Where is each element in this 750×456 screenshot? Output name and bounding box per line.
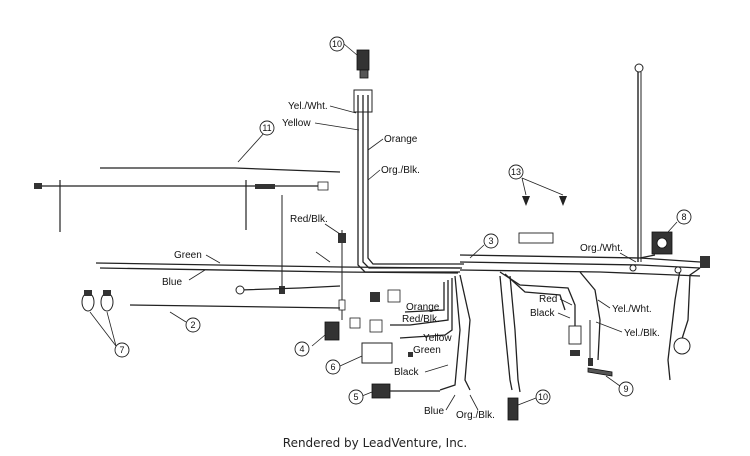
callout-11: 11 — [262, 123, 271, 133]
component-6: 6 — [325, 342, 393, 375]
red-blk-left-wire — [338, 230, 346, 320]
label-yellow-top: Yellow — [282, 118, 311, 129]
label-yel-wht-right: Yel./Wht. — [612, 304, 652, 315]
component-10-top: 10 — [329, 36, 370, 79]
label-org-blk-bottom: Org./Blk. — [456, 410, 495, 421]
label-green-mid: Green — [413, 345, 441, 356]
callout-7: 7 — [119, 345, 124, 355]
callout-10-top: 10 — [332, 39, 342, 49]
main-harness — [95, 89, 701, 393]
wire-labels: Yel./Wht. Yellow Orange Org./Blk. Red/Bl… — [162, 101, 660, 421]
label-yel-wht-top: Yel./Wht. — [288, 101, 328, 112]
component-5: 5 — [348, 383, 440, 405]
label-red-blk-mid: Red/Blk. — [402, 314, 440, 325]
component-13: 13 — [508, 164, 567, 244]
bulbs-7: 7 — [81, 290, 130, 358]
callout-9: 9 — [623, 384, 628, 394]
label-yellow-mid: Yellow — [423, 333, 452, 344]
callout-5: 5 — [353, 392, 358, 402]
component-4: 4 — [294, 317, 361, 357]
label-org-blk-top: Org./Blk. — [381, 165, 420, 176]
label-blue-bottom: Blue — [424, 406, 444, 417]
label-orange-top: Orange — [384, 134, 418, 145]
label-red-right: Red — [539, 294, 557, 305]
label-yel-blk-right: Yel./Blk. — [624, 328, 660, 339]
callout-3: 3 — [488, 236, 493, 246]
label-green-left: Green — [174, 250, 202, 261]
right-side-parts: 8 — [629, 63, 710, 381]
label-orange-mid: Orange — [406, 302, 440, 313]
label-blue-left: Blue — [162, 277, 182, 288]
middle-connectors — [369, 289, 413, 357]
footer-credit: Rendered by LeadVenture, Inc. — [282, 436, 468, 450]
label-red-blk-left: Red/Blk. — [290, 214, 328, 225]
label-black-right: Black — [530, 308, 555, 319]
label-org-wht-right: Org./Wht. — [580, 243, 623, 254]
wire-2: 2 — [129, 285, 341, 333]
wire-11: 11 — [34, 120, 341, 294]
callout-4: 4 — [299, 344, 304, 354]
callout-3-group: 3 — [469, 233, 499, 259]
label-black-mid: Black — [394, 367, 419, 378]
right-lower-connectors — [568, 320, 593, 366]
callout-1-group: 1 — [315, 251, 331, 263]
callout-10-bottom: 10 — [538, 392, 548, 402]
callout-6: 6 — [330, 362, 335, 372]
component-9: 9 — [587, 367, 634, 397]
callout-2: 2 — [190, 320, 195, 330]
callout-8: 8 — [681, 212, 686, 222]
component-10-bottom: 10 — [507, 389, 551, 421]
callout-13: 13 — [511, 167, 521, 177]
